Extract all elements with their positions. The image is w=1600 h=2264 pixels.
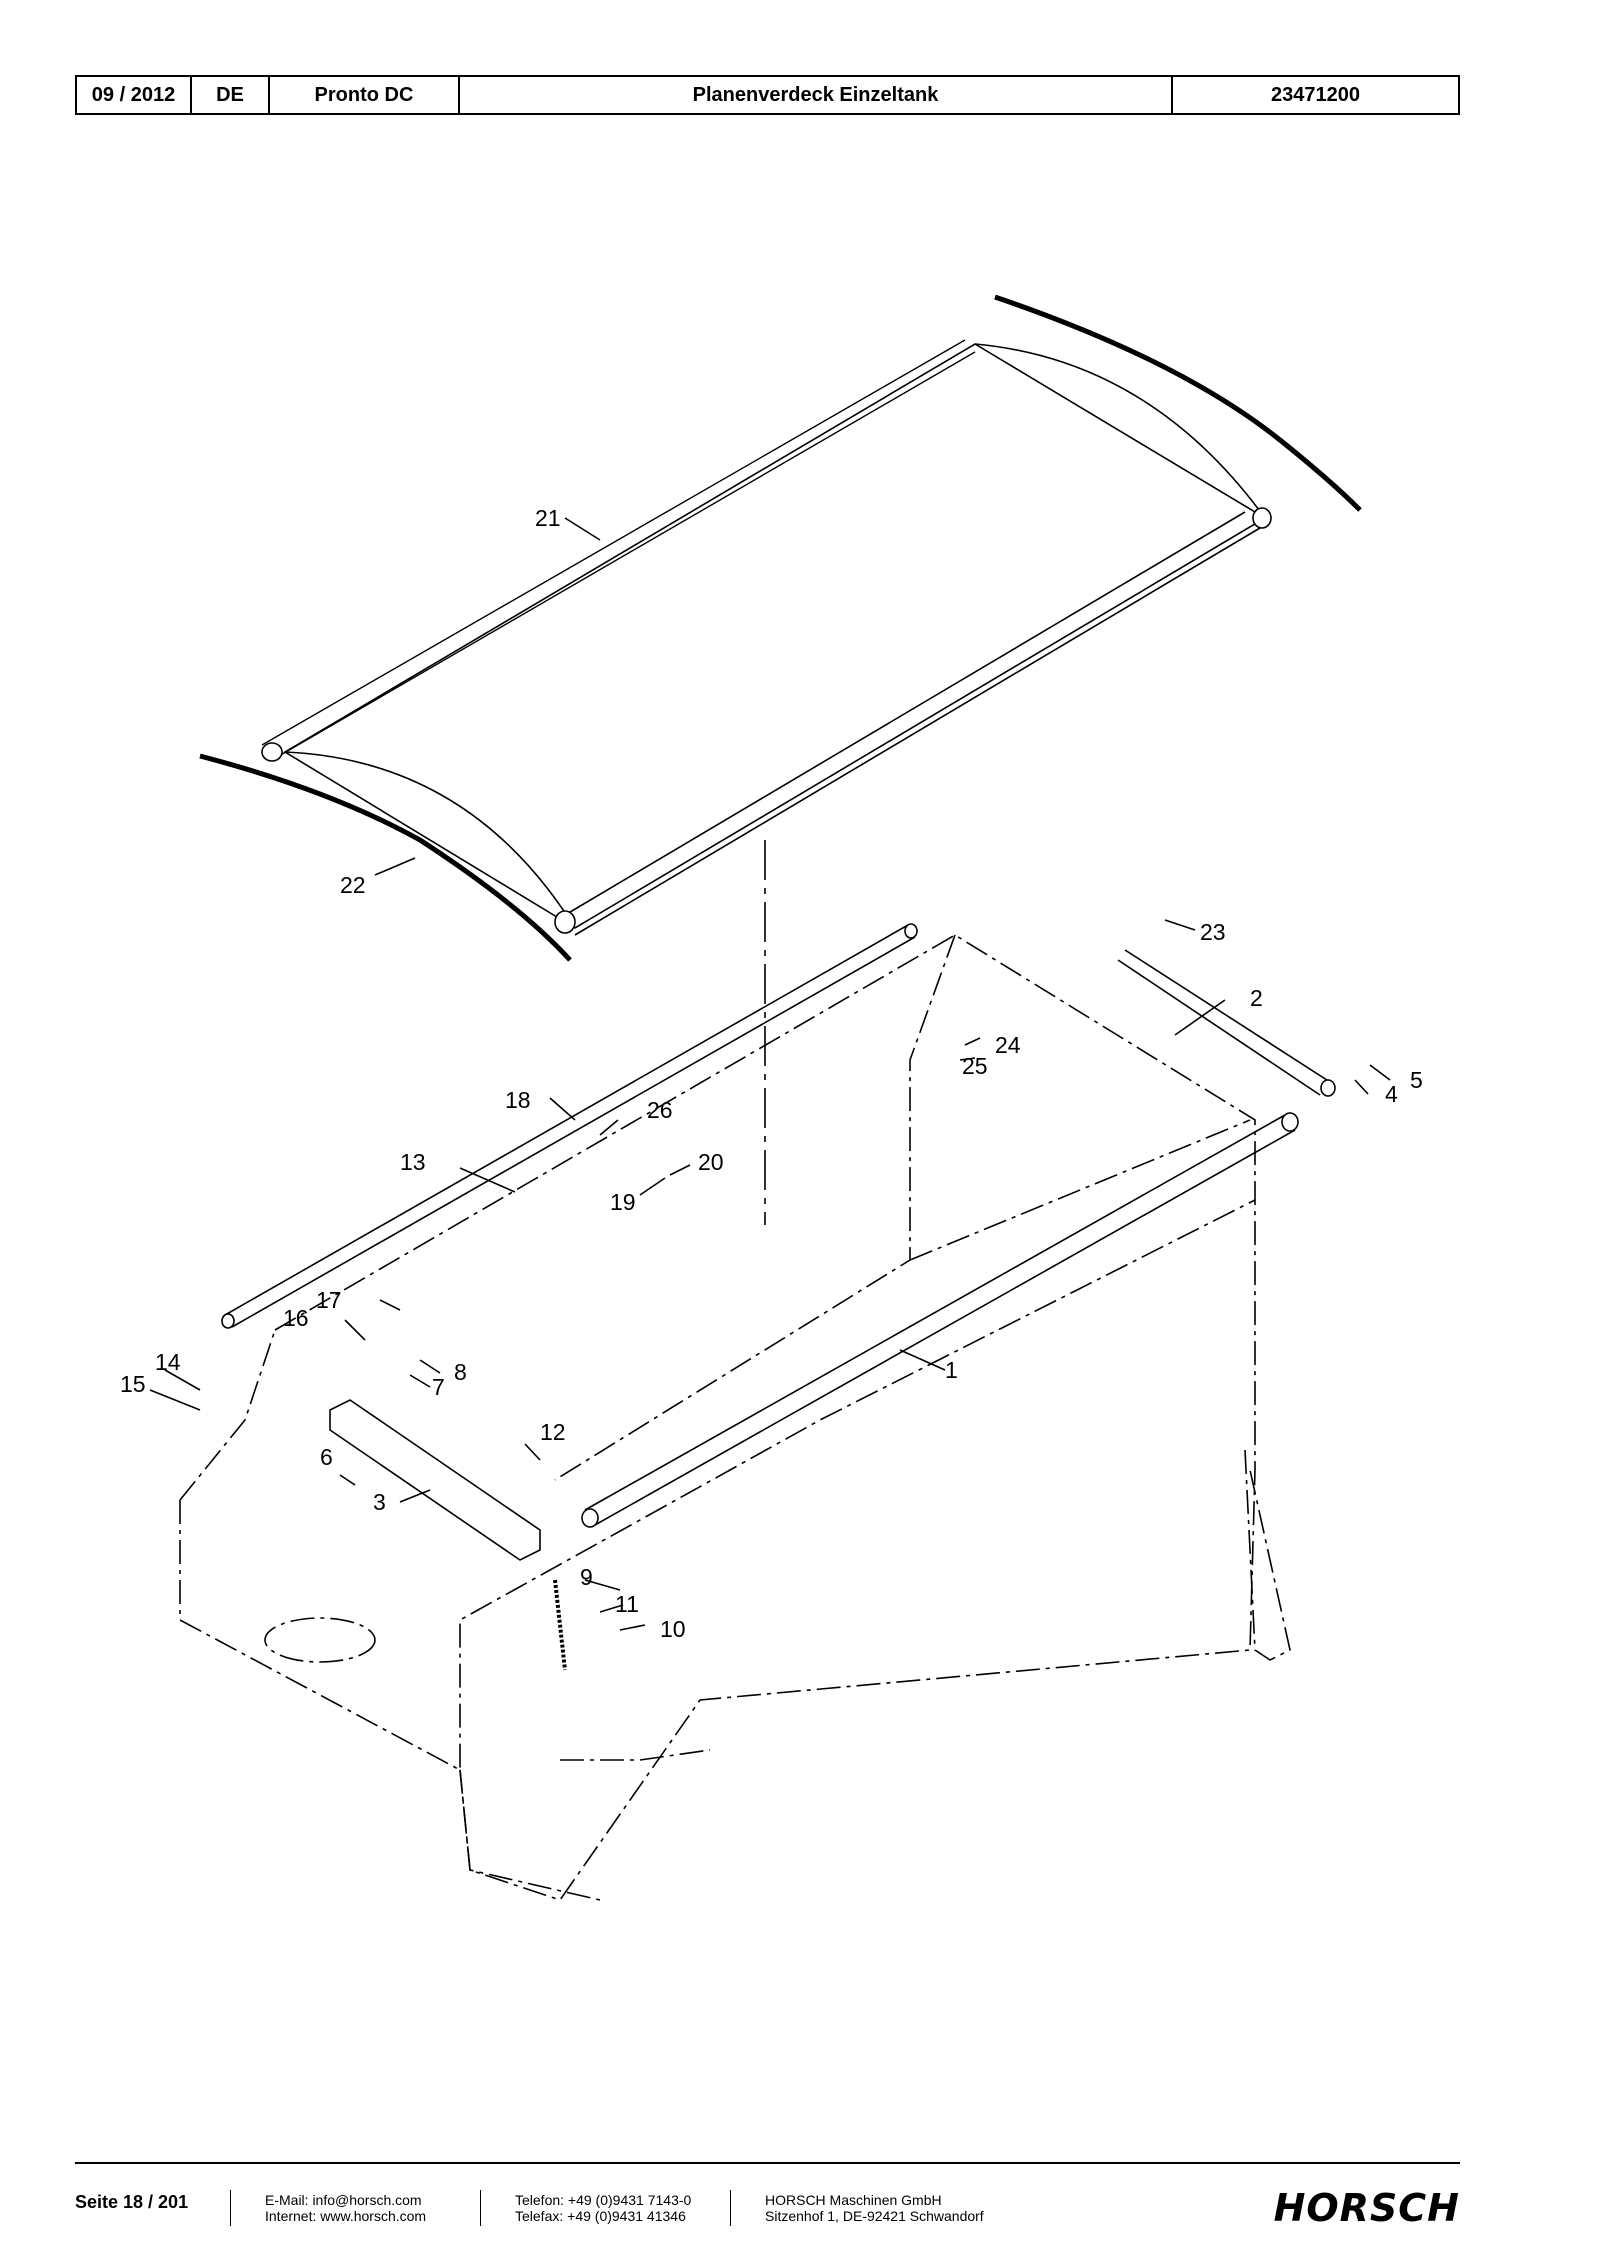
callout-8: 8 — [454, 1359, 467, 1385]
footer-internet: Internet: www.horsch.com — [265, 2208, 427, 2224]
page-number: Seite 18 / 201 — [75, 2192, 189, 2212]
callout-22: 22 — [340, 872, 366, 898]
callout-5: 5 — [1410, 1067, 1423, 1093]
callout-7: 7 — [432, 1374, 445, 1400]
callout-11: 11 — [615, 1591, 639, 1617]
footer-separator — [730, 2190, 731, 2226]
header-table: 09 / 2012 DE Pronto DC Planenverdeck Ein… — [75, 75, 1460, 115]
footer-company: HORSCH Maschinen GmbH Sitzenhof 1, DE-92… — [765, 2192, 984, 2224]
callout-20: 20 — [698, 1149, 724, 1175]
footer-separator — [230, 2190, 231, 2226]
callout-3: 3 — [373, 1489, 386, 1515]
tube-2 — [1117, 949, 1336, 1097]
callout-18: 18 — [505, 1087, 531, 1113]
callout-17: 17 — [316, 1287, 342, 1313]
callout-23: 23 — [1200, 919, 1226, 945]
callout-21: 21 — [535, 505, 561, 531]
header-language: DE — [192, 77, 270, 113]
callout-26: 26 — [647, 1097, 673, 1123]
callout-10: 10 — [660, 1616, 686, 1642]
callout-14: 14 — [155, 1349, 181, 1375]
seal-strip-rear — [994, 294, 1362, 512]
callout-6: 6 — [320, 1444, 333, 1470]
header-title: Planenverdeck Einzeltank — [460, 77, 1173, 113]
callout-25: 25 — [962, 1053, 988, 1079]
callout-19: 19 — [610, 1189, 636, 1215]
tarp-cover — [261, 339, 1272, 936]
callout-16: 16 — [283, 1305, 309, 1331]
tank-body — [179, 934, 1291, 1901]
header-model: Pronto DC — [270, 77, 460, 113]
footer-separator — [480, 2190, 481, 2226]
callout-9: 9 — [580, 1564, 593, 1590]
footer: Seite 18 / 201 E-Mail: info@horsch.com I… — [75, 2180, 1460, 2240]
callout-12: 12 — [540, 1419, 566, 1445]
horsch-logo: HORSCH — [1273, 2186, 1460, 2230]
footer-divider — [75, 2162, 1460, 2164]
bracket-3 — [329, 1399, 541, 1561]
callout-2: 2 — [1250, 985, 1263, 1011]
spring-9 — [553, 1579, 567, 1671]
callout-15: 15 — [120, 1371, 146, 1397]
footer-phone: Telefon: +49 (0)9431 7143-0 — [515, 2192, 692, 2208]
callout-4: 4 — [1385, 1081, 1398, 1107]
footer-email: E-Mail: info@horsch.com — [265, 2192, 422, 2208]
callout-24: 24 — [995, 1032, 1021, 1058]
tube-13 — [221, 923, 918, 1329]
footer-contact-web: E-Mail: info@horsch.com Internet: www.ho… — [265, 2192, 426, 2224]
header-date: 09 / 2012 — [77, 77, 192, 113]
footer-company-name: HORSCH Maschinen GmbH — [765, 2192, 942, 2208]
callout-13: 13 — [400, 1149, 426, 1175]
header-part-number: 23471200 — [1271, 83, 1360, 106]
callout-1: 1 — [945, 1357, 958, 1383]
footer-contact-phone: Telefon: +49 (0)9431 7143-0 Telefax: +49… — [515, 2192, 691, 2224]
seal-strip-front — [199, 753, 572, 962]
footer-fax: Telefax: +49 (0)9431 41346 — [515, 2208, 686, 2224]
footer-address: Sitzenhof 1, DE-92421 Schwandorf — [765, 2208, 984, 2224]
tube-1 — [581, 1112, 1299, 1528]
